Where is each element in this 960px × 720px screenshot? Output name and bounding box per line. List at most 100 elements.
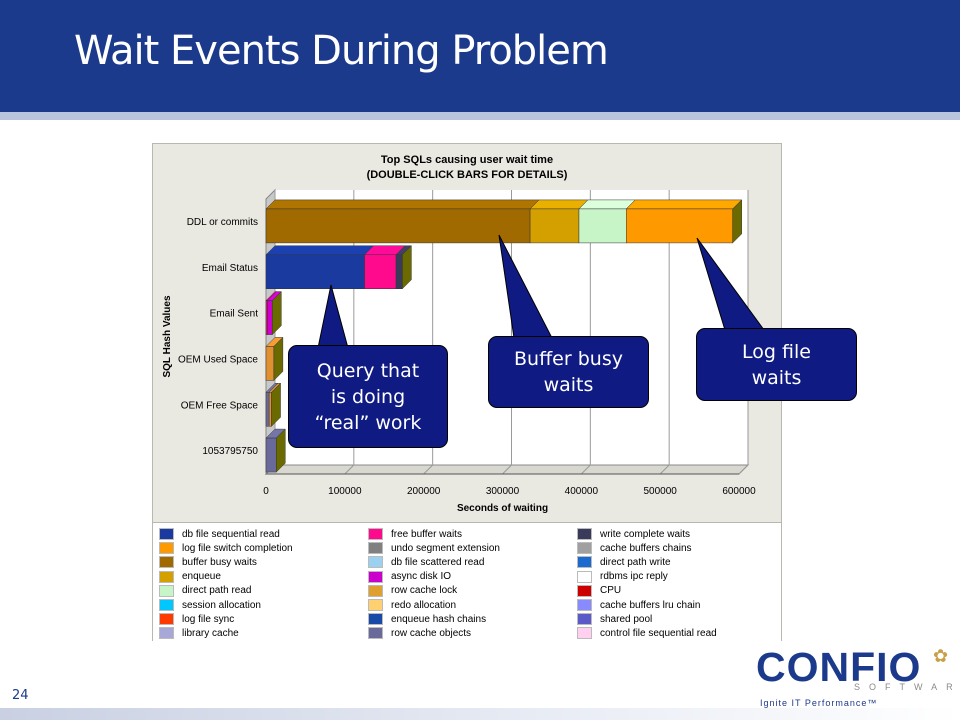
bar-end-face: [275, 428, 286, 473]
legend-item: row cache objects: [368, 626, 500, 640]
bar-segment-top: [578, 199, 636, 210]
legend-item: enqueue: [159, 570, 293, 584]
bar-segment: [265, 437, 277, 473]
legend-label: rdbms ipc reply: [600, 571, 668, 583]
legend-label: cache buffers lru chain: [600, 599, 701, 611]
legend-label: async disk IO: [391, 571, 452, 583]
legend-label: enqueue: [182, 571, 221, 583]
legend-label: enqueue hash chains: [391, 613, 487, 625]
y-tick-label: Email Status: [202, 263, 258, 274]
legend-swatch: [159, 570, 174, 583]
y-tick-label: 1053795750: [202, 446, 258, 457]
x-tick-label: 500000: [643, 486, 677, 497]
logo-subtitle: SOFTWARE: [854, 682, 960, 692]
legend-item: buffer busy waits: [159, 555, 293, 569]
y-axis-label: SQL Hash Values: [162, 295, 173, 378]
y-tick-label: DDL or commits: [187, 217, 258, 228]
y-tick-label: OEM Free Space: [181, 400, 259, 411]
gridline-floor: [580, 464, 591, 475]
bar-segment: [529, 208, 580, 244]
bar-segment: [265, 254, 365, 289]
legend-label: redo allocation: [391, 599, 457, 611]
legend-item: library cache: [159, 626, 293, 640]
bar-end-face: [402, 245, 412, 290]
bar-segment: [364, 254, 397, 289]
legend-swatch: [577, 528, 592, 541]
legend-label: CPU: [600, 585, 622, 597]
legend-swatch: [159, 584, 174, 597]
legend-swatch: [577, 584, 592, 597]
legend-item: log file switch completion: [159, 541, 293, 555]
x-tick-label: 400000: [565, 486, 599, 497]
legend-label: row cache objects: [391, 627, 472, 639]
slide-title: Wait Events During Problem: [74, 28, 609, 74]
bar-segment: [265, 346, 275, 381]
bar-segment-top: [265, 245, 375, 255]
legend-label: db file scattered read: [391, 556, 485, 568]
legend-swatch: [368, 570, 383, 583]
legend-swatch: [577, 570, 592, 583]
legend-swatch: [159, 542, 174, 555]
legend-item: direct path write: [577, 555, 717, 569]
legend-swatch: [159, 599, 174, 612]
logo-wordmark: CONFIO: [756, 644, 922, 690]
bar-segment: [395, 254, 403, 289]
bar-end-face: [732, 199, 742, 244]
legend-label: direct path read: [182, 585, 252, 597]
legend-item: db file scattered read: [368, 555, 500, 569]
x-tick-label: 600000: [722, 486, 756, 497]
gridline-floor: [502, 464, 512, 475]
bar-segment: [265, 208, 531, 244]
legend-item: write complete waits: [577, 527, 717, 541]
bar-end-face: [271, 382, 281, 427]
legend-item: db file sequential read: [159, 527, 293, 541]
legend-swatch: [577, 599, 592, 612]
legend-label: row cache lock: [391, 585, 458, 597]
callout-buffer-busy: Buffer busy waits: [488, 336, 649, 408]
legend-swatch: [159, 528, 174, 541]
x-tick-label: 300000: [486, 486, 520, 497]
legend-label: log file switch completion: [182, 542, 293, 554]
legend-item: rdbms ipc reply: [577, 570, 717, 584]
legend-item: cache buffers chains: [577, 541, 717, 555]
legend-item: cache buffers lru chain: [577, 598, 717, 612]
callout-log-file: Log file waits: [696, 328, 857, 401]
y-tick-label: OEM Used Space: [178, 354, 258, 365]
bar-segment-top: [529, 199, 589, 210]
legend-item: control file sequential read: [577, 626, 717, 640]
x-tick-label: 100000: [328, 486, 362, 497]
gridline-floor: [423, 464, 434, 475]
legend-swatch: [577, 556, 592, 569]
legend-swatch: [577, 627, 592, 640]
legend-item: enqueue hash chains: [368, 612, 500, 626]
legend-item: free buffer waits: [368, 527, 500, 541]
legend-swatch: [159, 627, 174, 640]
legend-item: shared pool: [577, 612, 717, 626]
legend-item: session allocation: [159, 598, 293, 612]
legend-item: undo segment extension: [368, 541, 500, 555]
header-rule: [0, 112, 960, 120]
slide-header: [0, 0, 960, 112]
x-axis-label: Seconds of waiting: [457, 503, 548, 514]
legend-swatch: [368, 528, 383, 541]
bar-segment-top: [265, 199, 540, 210]
footer-bar: [0, 708, 960, 720]
flower-icon: ✿: [933, 646, 949, 667]
y-tick-label: Email Sent: [210, 309, 259, 320]
legend-label: control file sequential read: [600, 627, 717, 639]
legend-item: CPU: [577, 584, 717, 598]
x-tick-label: 0: [263, 486, 269, 497]
legend-label: log file sync: [182, 613, 235, 625]
legend-item: redo allocation: [368, 598, 500, 612]
bar-segment-top: [625, 199, 743, 210]
page-number: 24: [12, 688, 29, 703]
legend-swatch: [159, 613, 174, 626]
legend-label: direct path write: [600, 556, 671, 568]
x-tick-label: 200000: [407, 486, 441, 497]
legend-label: free buffer waits: [391, 528, 462, 540]
